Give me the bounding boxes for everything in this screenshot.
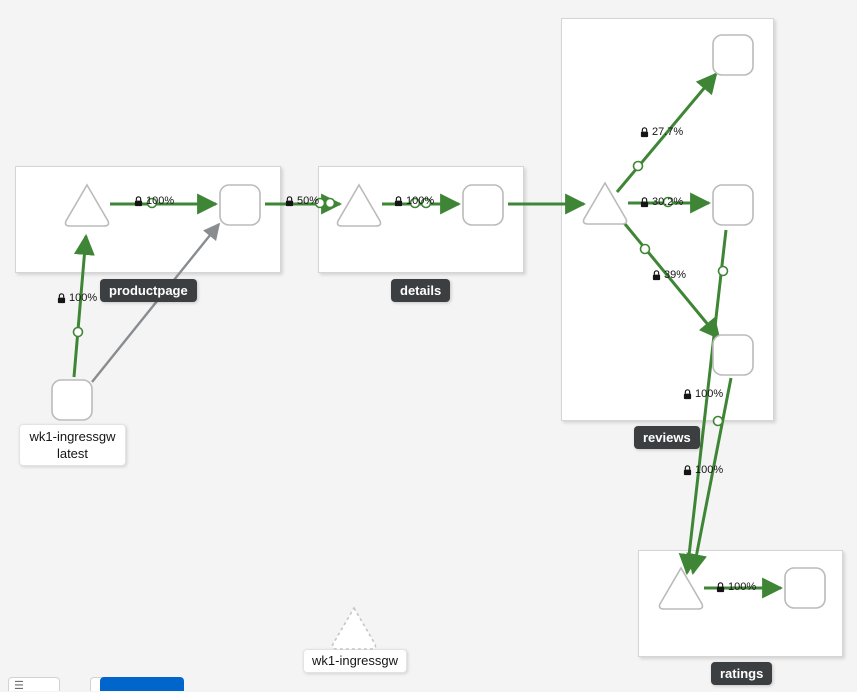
edge-label-text: 100% <box>695 388 724 400</box>
apply-button[interactable] <box>100 677 184 691</box>
edge-label-reviews-to-v1: 27.7% <box>640 126 683 138</box>
edge-traffic-dot <box>420 197 432 209</box>
box-label-ratings[interactable]: ratings <box>711 662 773 685</box>
edge-traffic-dot <box>712 415 724 427</box>
edge-label-text: 27.7% <box>652 126 684 138</box>
edge-traffic-dot <box>146 197 158 209</box>
edge-label-text: 100% <box>695 464 724 476</box>
edge-reviews-to-v1[interactable] <box>615 72 718 193</box>
edge-label-text: 100% <box>406 195 435 207</box>
node-workload-details-v1[interactable] <box>462 184 504 226</box>
edge-traffic-dot <box>314 197 326 209</box>
edge-label-details-to-v1: 100% <box>394 195 434 207</box>
lock-icon <box>683 388 692 399</box>
box-label-reviews[interactable]: reviews <box>634 426 700 449</box>
edge-traffic-dot <box>662 196 674 208</box>
edge-reviews-to-v3[interactable] <box>618 217 721 340</box>
box-label-productpage[interactable]: productpage <box>100 279 197 302</box>
node-service-reviews[interactable] <box>582 181 628 225</box>
box-label-details[interactable]: details <box>391 279 451 302</box>
edge-reviews-v2-to-ratings[interactable] <box>678 229 728 576</box>
legend-button[interactable]: ☰ <box>8 677 60 692</box>
edge-traffic-dot <box>717 265 729 277</box>
edge-label-text: 50% <box>297 195 320 207</box>
edge-ingressgw-to-productpage-v1[interactable] <box>91 222 221 383</box>
edge-label-text: 39% <box>664 269 687 281</box>
node-workload-wk1-ingressgw[interactable] <box>51 379 93 421</box>
node-label-wk1-ingressgw-workload[interactable]: wk1-ingressgw latest <box>19 424 126 466</box>
bottom-toolbar[interactable]: ☰ ⚬⚬ <box>0 677 857 692</box>
edge-traffic-dot <box>409 197 421 209</box>
lock-icon <box>716 581 725 592</box>
lock-icon <box>652 269 661 280</box>
edge-label-text: 100% <box>728 581 757 593</box>
node-label-line2: latest <box>56 446 89 461</box>
edge-label-text: 30.2% <box>652 196 684 208</box>
node-workload-productpage-v1[interactable] <box>219 184 261 226</box>
edge-label-reviews-to-v3: 39% <box>652 269 686 281</box>
edge-traffic-dot <box>639 243 651 255</box>
node-service-wk1-ingressgw[interactable] <box>331 606 377 650</box>
edge-label-ratings-to-v1: 100% <box>716 581 756 593</box>
lock-icon <box>683 464 692 475</box>
legend-icon: ☰ <box>14 680 24 692</box>
edge-label-productpage-v1-to-details: 50% <box>285 195 319 207</box>
lock-icon <box>394 195 403 206</box>
edge-reviews-v3-to-ratings[interactable] <box>686 377 733 576</box>
edge-label-reviews-to-v2: 30.2% <box>640 196 683 208</box>
lock-icon <box>134 195 143 206</box>
node-workload-reviews-v3[interactable] <box>712 334 754 376</box>
edge-ingressgw-to-productpage[interactable] <box>72 233 95 378</box>
edge-label-reviews-v2-to-ratings: 100% <box>683 388 723 400</box>
node-label-line1: wk1-ingressgw <box>29 429 116 444</box>
node-workload-reviews-v2[interactable] <box>712 184 754 226</box>
edge-label-text: 100% <box>146 195 175 207</box>
lock-icon <box>640 126 649 137</box>
edge-label-ingressgw-to-productpage: 100% <box>57 292 97 304</box>
node-service-ratings[interactable] <box>658 566 704 610</box>
edge-traffic-dot <box>324 197 336 209</box>
lock-icon <box>640 196 649 207</box>
lock-icon <box>57 292 66 303</box>
node-service-details[interactable] <box>336 183 382 227</box>
node-workload-ratings-v1[interactable] <box>784 567 826 609</box>
edge-label-productpage-to-v1: 100% <box>134 195 174 207</box>
node-label-wk1-ingressgw-service[interactable]: wk1-ingressgw <box>303 649 407 673</box>
node-workload-reviews-v1[interactable] <box>712 34 754 76</box>
edge-traffic-dot <box>72 326 84 338</box>
lock-icon <box>285 195 294 206</box>
edge-label-text: 100% <box>69 292 98 304</box>
node-service-productpage[interactable] <box>64 183 110 227</box>
edge-traffic-dot <box>632 160 644 172</box>
edge-label-reviews-v3-to-ratings: 100% <box>683 464 723 476</box>
